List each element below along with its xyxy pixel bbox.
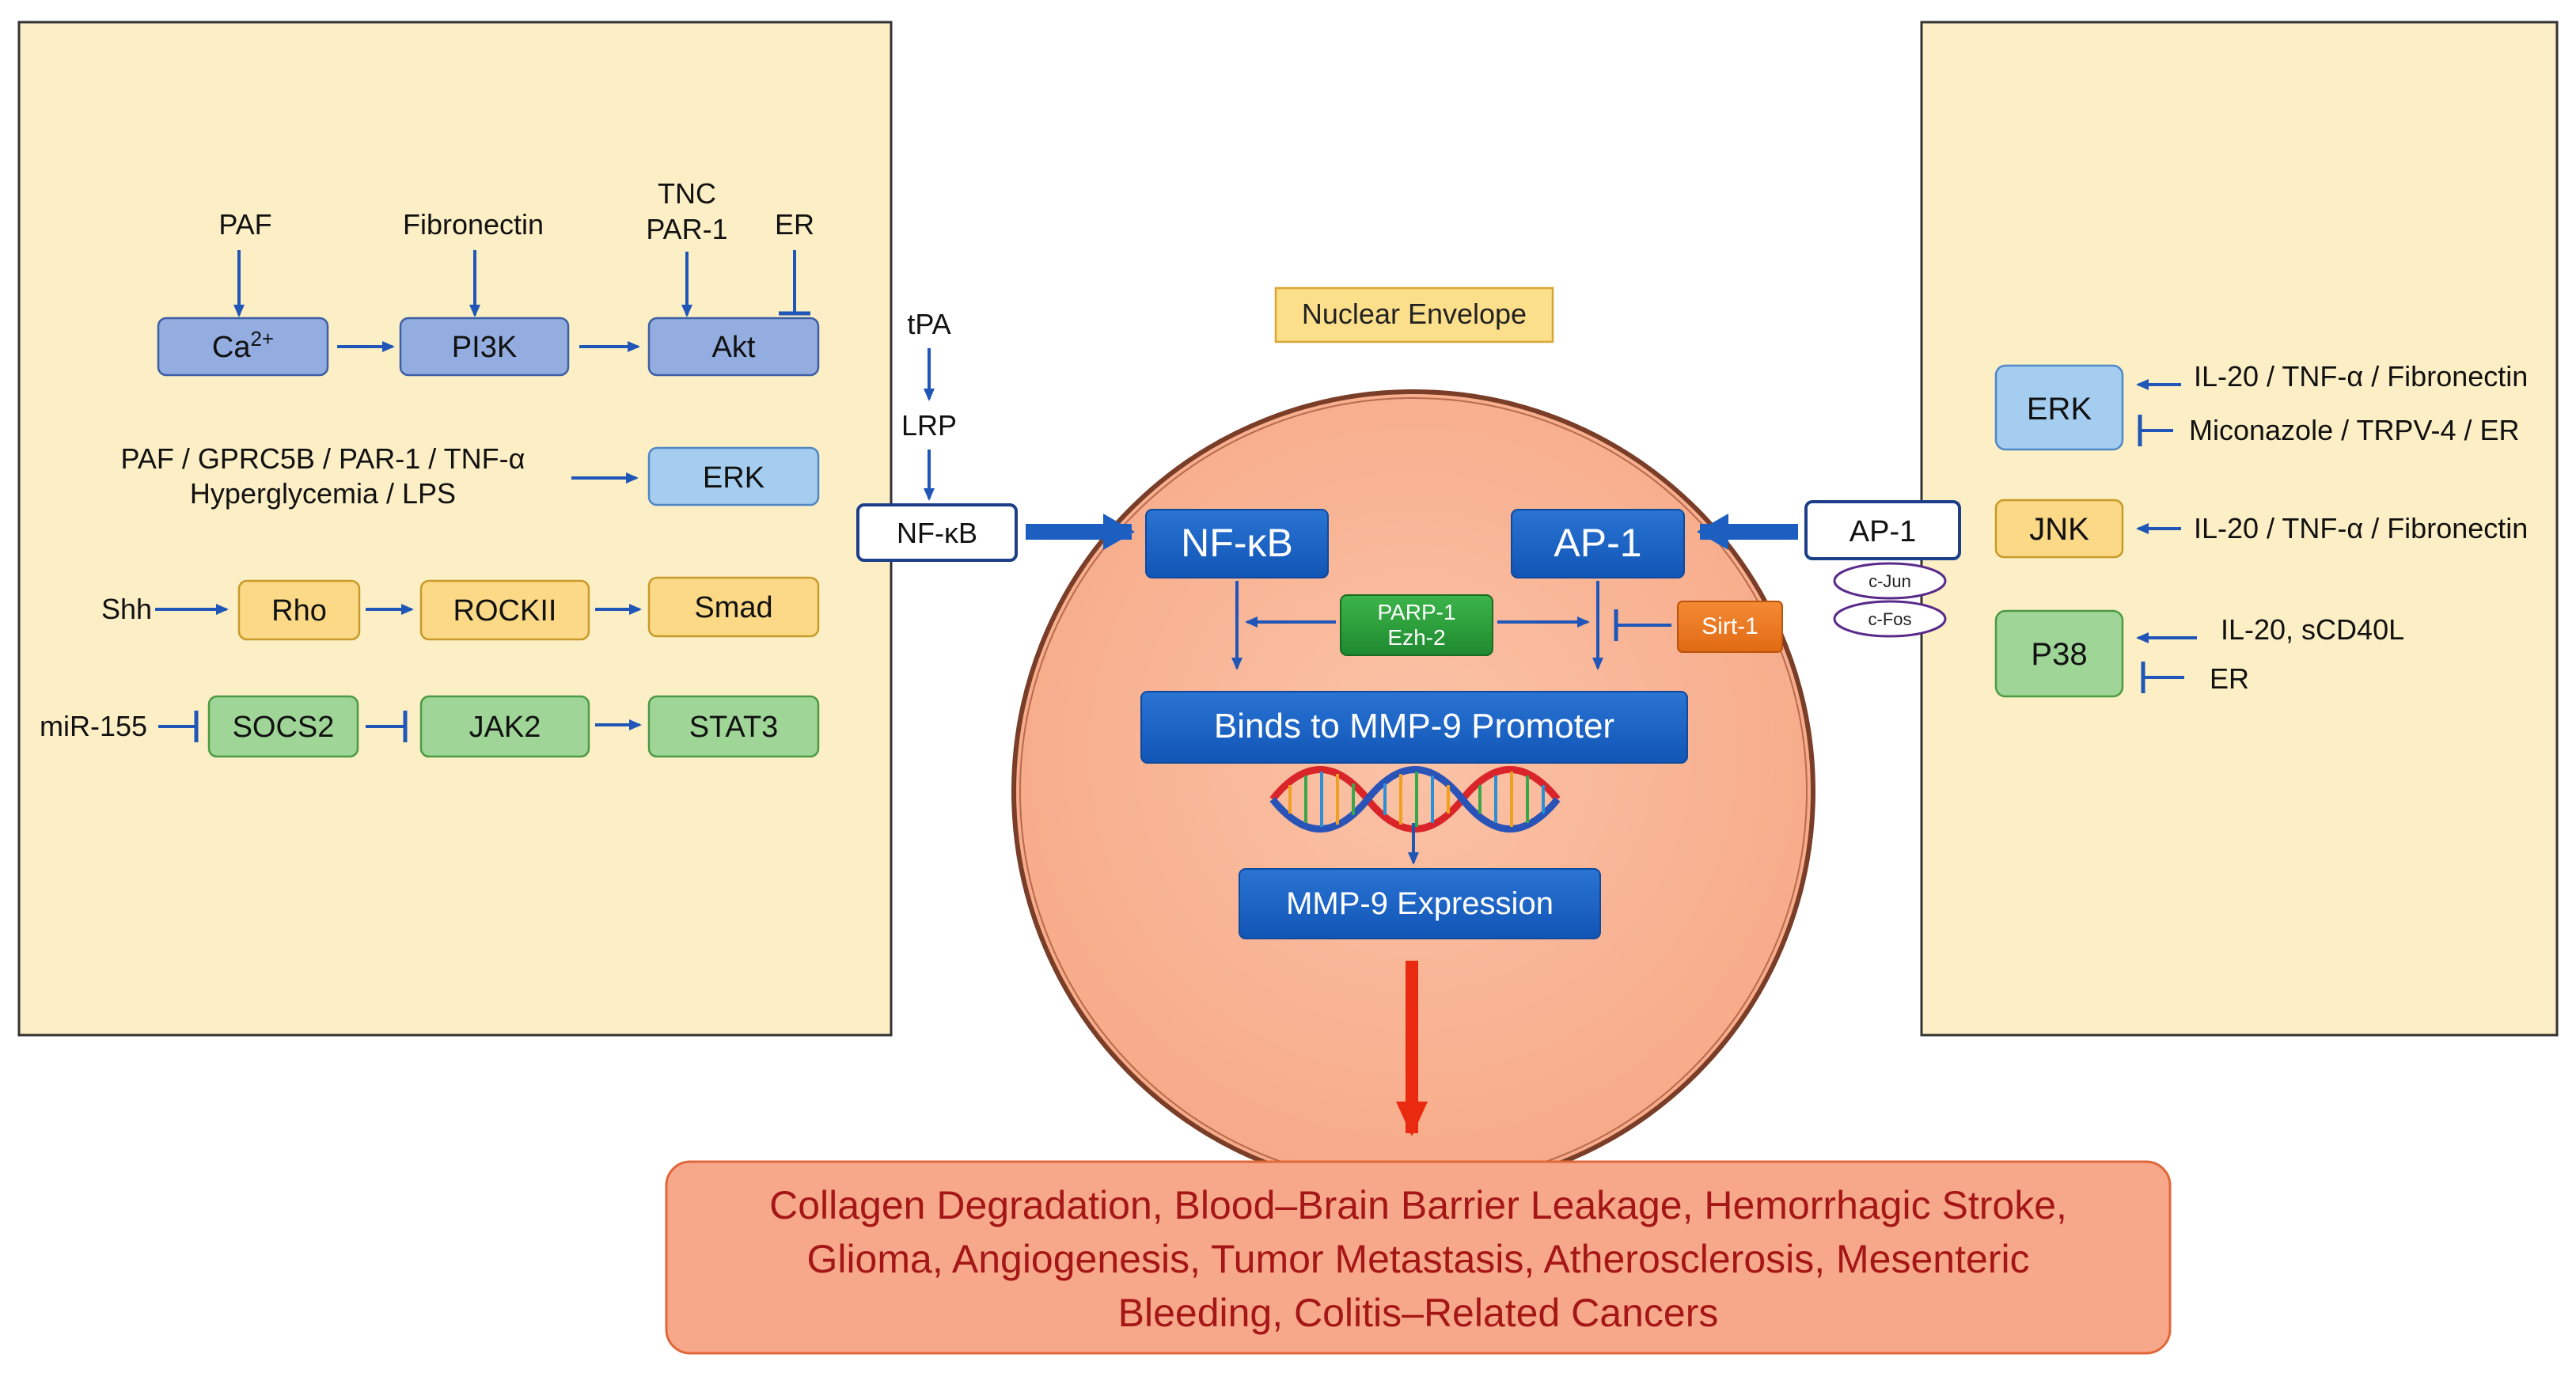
outcome-line1: Collagen Degradation, Blood–Brain Barrie… [769,1183,2067,1227]
nfkb-nuclear-box [1145,509,1329,578]
ca-label-base: Ca [212,331,251,364]
label-er-1: ER [775,208,814,241]
erk-right-label: ERK [2027,392,2092,427]
label-par1-1: PAR-1 [646,213,727,245]
outcome-line2: Glioma, Angiogenesis, Tumor Metastasis, … [806,1237,2029,1281]
erk-left-box [647,446,820,506]
sirt1-label: Sirt-1 [1702,613,1758,639]
p38-activators-label: IL-20, sCD40L [2221,613,2404,646]
promoter-label: Binds to MMP-9 Promoter [1214,707,1614,745]
left-panel: PAF Fibronectin TNC PAR-1 ER Ca2+ PI3K A… [17,21,893,1037]
ap1-outer-group: AP-1 c-Jun c-Fos [1697,500,1961,638]
rockii-label: ROCKII [453,594,557,628]
jak2-label: JAK2 [469,711,541,744]
nuclear-envelope-label-box [1274,286,1554,343]
erk-left-label: ERK [703,461,764,495]
label-mir155: miR-155 [40,710,147,742]
cfos-ellipse [1833,600,1947,638]
p38-inhibitors-label: ER [2210,662,2249,695]
label-erk-inputs-line2: Hyperglycemia / LPS [190,477,456,510]
ap1-outer-label: AP-1 [1849,515,1916,548]
ca-label: Ca2+ [212,327,274,364]
pi3k-label: PI3K [452,331,517,364]
outcome: Collagen Degradation, Blood–Brain Barrie… [665,961,2172,1355]
expression-label: MMP-9 Expression [1286,886,1554,921]
ezh2-label: Ezh-2 [1387,625,1445,650]
ap1-outer-box [1804,500,1961,560]
jnk-label: JNK [2029,512,2089,547]
p38-box [1994,609,2124,698]
label-erk-inputs-line1: PAF / GPRC5B / PAR-1 / TNF-α [121,442,525,475]
erk-right-box [1994,364,2124,451]
stat3-label: STAT3 [689,711,779,744]
sirt1-box [1677,601,1783,653]
erk-activators-label: IL-20 / TNF-α / Fibronectin [2194,360,2528,393]
socs2-label: SOCS2 [233,711,335,744]
label-tpa: tPA [907,308,950,340]
label-fibronectin-1: Fibronectin [403,208,544,241]
ap1-nuclear-box [1511,509,1685,578]
label-paf-1: PAF [218,208,271,241]
left-panel-background [17,21,893,1037]
jnk-box [1994,499,2124,559]
dna-rungs [1288,772,1545,827]
parp1-ezh2-box [1340,594,1493,656]
cjun-ellipse [1833,562,1947,600]
label-tnc: TNC [658,177,716,210]
cjun-label: c-Jun [1868,571,1911,591]
p38-label: P38 [2031,637,2087,672]
jnk-activators-label: IL-20 / TNF-α / Fibronectin [2194,512,2528,544]
ca-box [157,317,329,377]
stat3-box [647,695,820,758]
ap1-nuclear-label: AP-1 [1554,521,1641,565]
parp1-label: PARP-1 [1377,600,1455,624]
cfos-label: c-Fos [1868,609,1912,629]
akt-label: Akt [712,331,756,364]
dna-strand-blue [1269,766,1561,833]
ca-label-superscript: 2+ [250,327,274,351]
nuclear-envelope-label: Nuclear Envelope [1302,298,1527,330]
pi3k-box [399,317,570,377]
rho-box [237,579,361,641]
jak2-box [419,695,590,758]
nucleus: Nuclear Envelope NF-κB AP-1 PARP-1 Ezh-2… [1011,286,1815,1193]
middle-pathway: tPA LRP NF-κB [856,308,1135,562]
promoter-box [1140,691,1688,764]
akt-box [647,317,820,377]
nfkb-outer-box [856,503,1018,562]
rho-label: Rho [271,594,327,628]
smad-box [647,576,820,638]
label-shh: Shh [101,593,152,625]
nfkb-outer-label: NF-κB [897,517,977,549]
outcome-line3: Bleeding, Colitis–Related Cancers [1118,1291,1719,1335]
nfkb-nuclear-label: NF-κB [1181,521,1293,565]
socs2-box [207,695,359,758]
label-lrp: LRP [901,409,957,442]
expression-box [1239,868,1601,939]
rockii-box [419,579,590,641]
smad-label: Smad [694,591,772,624]
right-panel: ERK IL-20 / TNF-α / Fibronectin Miconazo… [1920,21,2559,1037]
erk-inhibitors-label: Miconazole / TRPV-4 / ER [2189,414,2520,446]
outcome-box [665,1160,2172,1355]
